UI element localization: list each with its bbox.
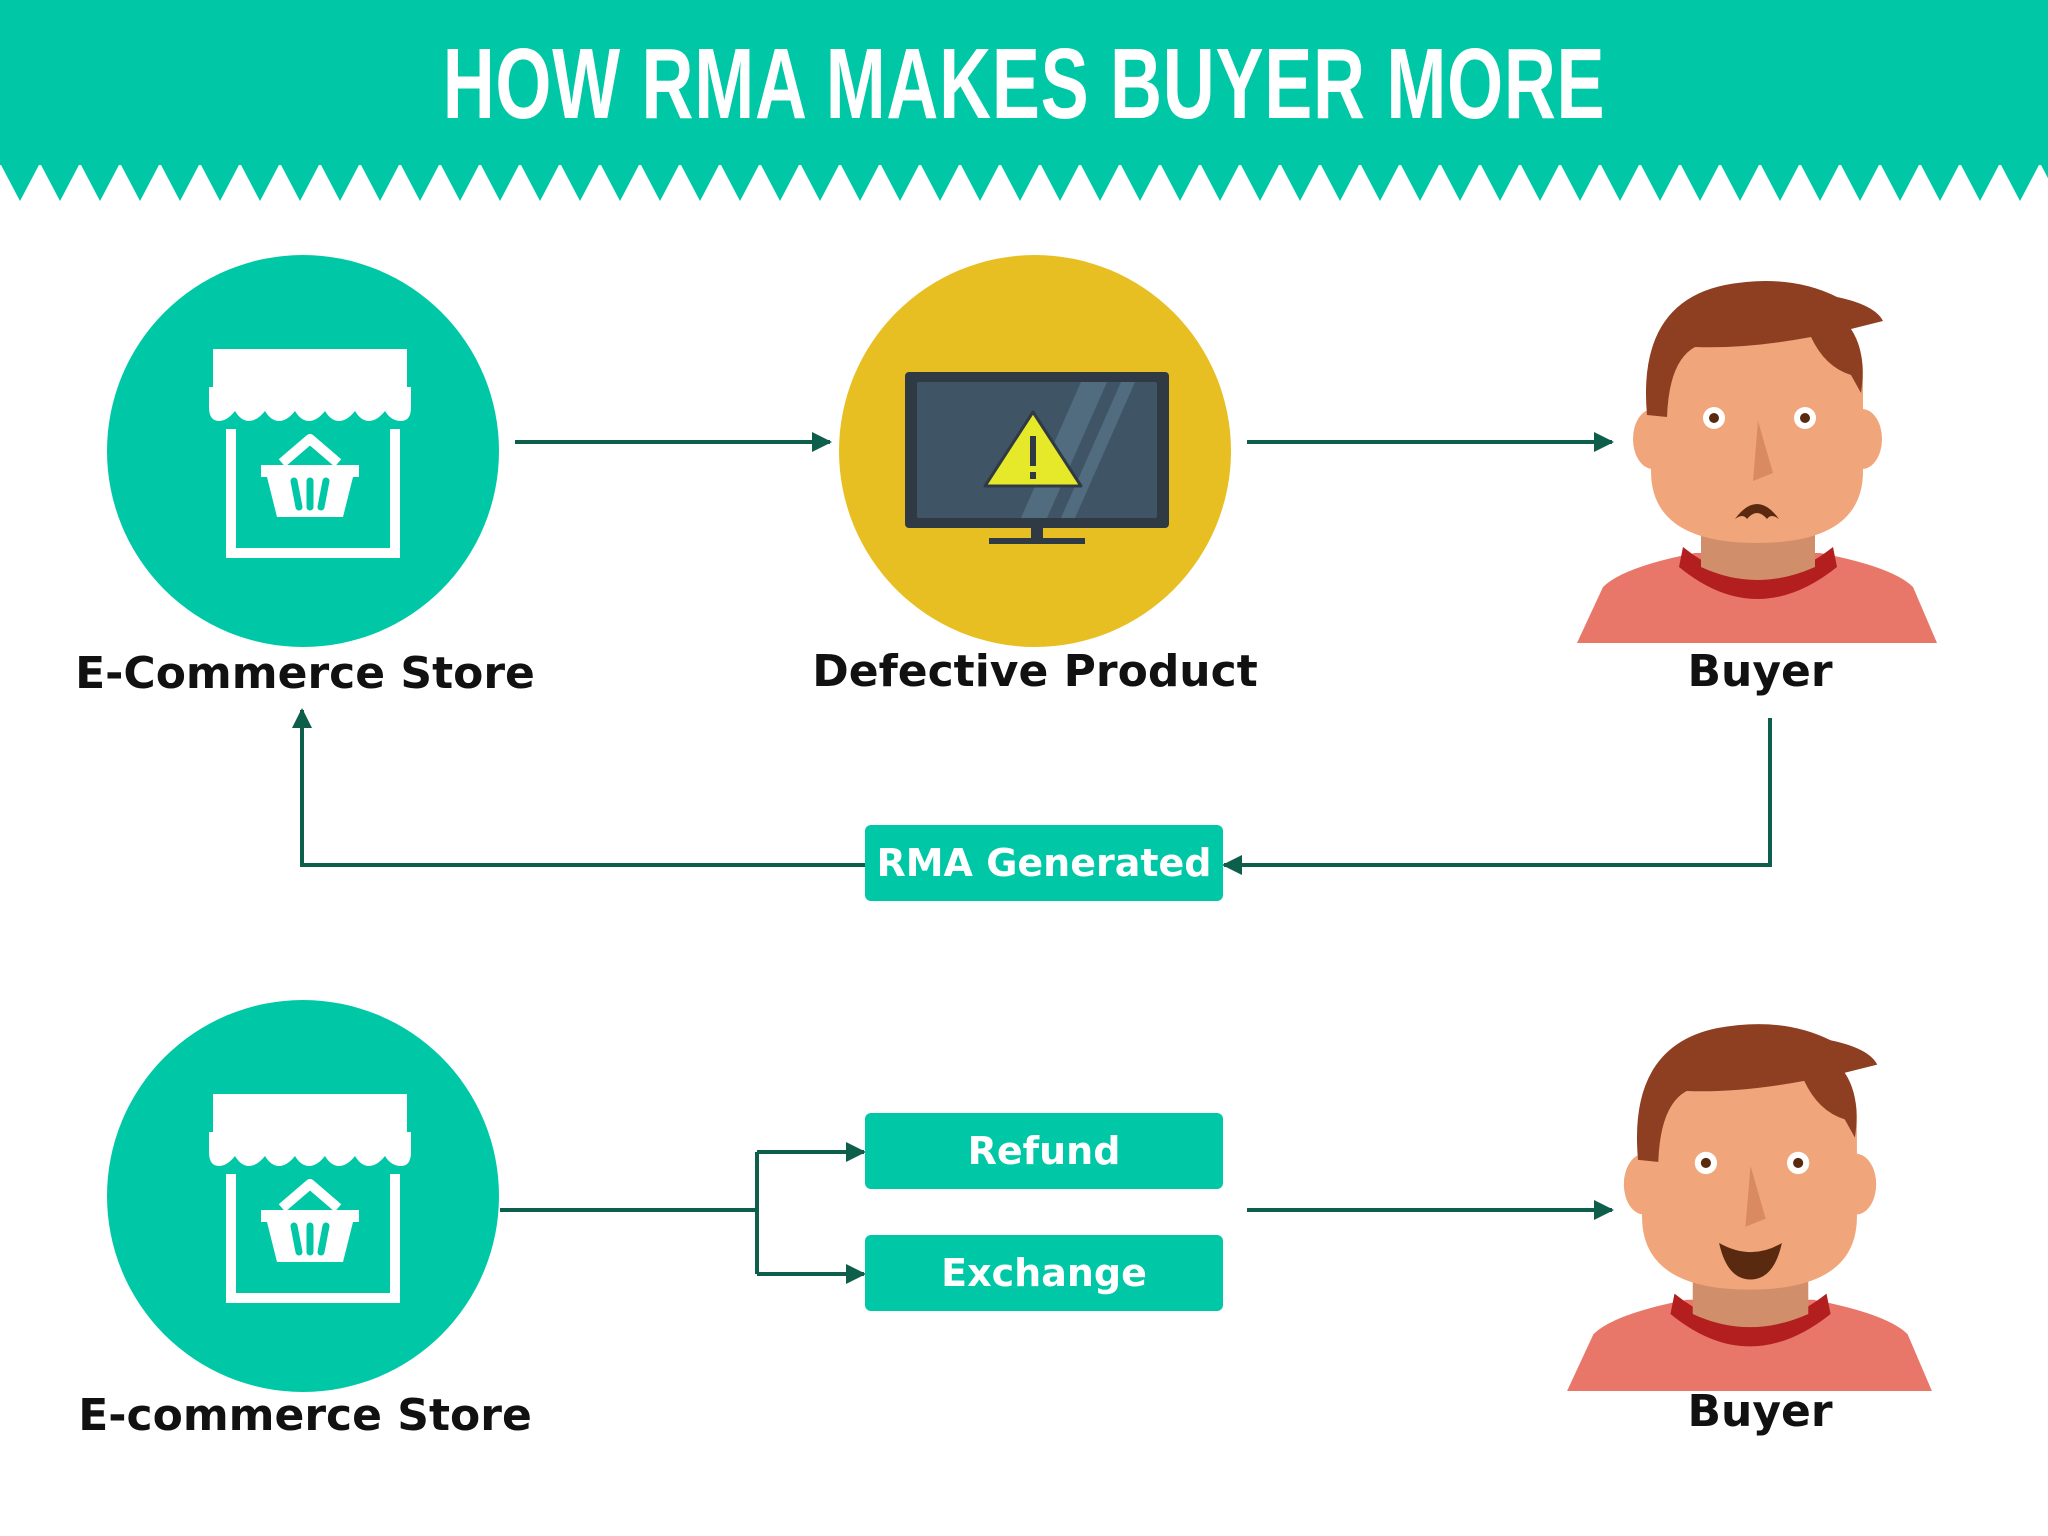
store-icon-bottom: [209, 1094, 411, 1303]
store-label-bottom: E-commerce Store: [78, 1390, 532, 1441]
defective-product-label: Defective Product: [812, 646, 1258, 697]
arrow-rma-to-store: [292, 708, 865, 867]
happy-buyer-icon: [1567, 1024, 1932, 1391]
sad-buyer-icon: [1577, 281, 1937, 643]
arrow-buyer-to-rma: [1222, 718, 1772, 875]
exchange-box: Exchange: [865, 1235, 1223, 1311]
banner-zigzag-edge: [0, 163, 2048, 201]
refund-box: Refund: [865, 1113, 1223, 1189]
rma-generated-box: RMA Generated: [865, 825, 1223, 901]
store-label: E-Commerce Store: [75, 648, 535, 699]
buyer-label-bottom: Buyer: [1687, 1386, 1833, 1437]
store-icon: [209, 349, 411, 558]
title-banner: [0, 0, 2048, 165]
zigzag-teeth: [0, 163, 2048, 201]
buyer-label-top: Buyer: [1687, 646, 1833, 697]
monitor-warning-icon: [905, 372, 1169, 544]
